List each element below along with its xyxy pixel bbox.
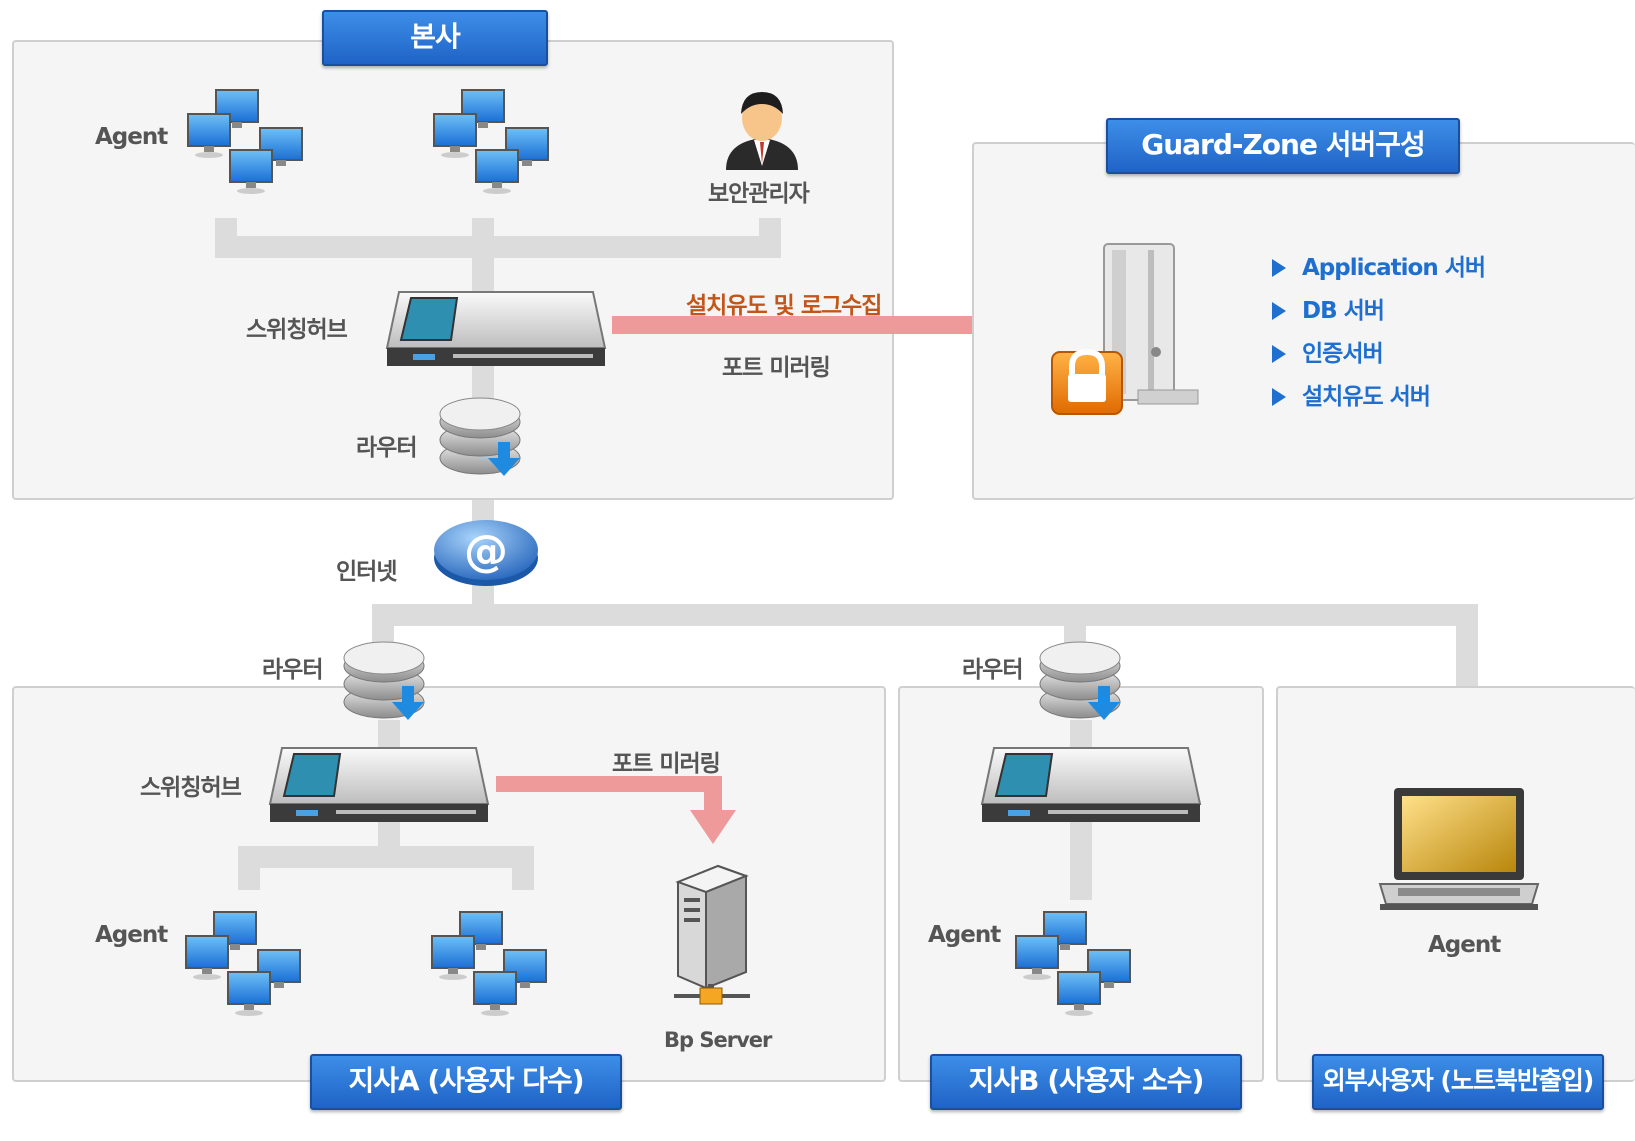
branch-b-pc-cluster-icon [1015,911,1131,1016]
hq-pc-cluster-2-icon [433,89,549,194]
branch-a-bus-left [238,846,260,890]
hq-router-label: 라우터 [356,435,417,461]
server-item-2: 인증서버 [1272,334,1384,368]
svg-text:@: @ [464,526,508,577]
admin-person-icon [726,92,798,170]
branch-a-hub-drop [378,820,400,850]
branch-b-badge: 지사B (사용자 소수) [930,1054,1242,1110]
port-mirroring-branch-label: 포트 미러링 [612,751,721,777]
branch-port-mirroring-arrow-icon [496,776,736,844]
branch-a-badge: 지사A (사용자 다수) [310,1054,622,1110]
branch-b-agent-label: Agent [928,922,1001,948]
branch-a-hub-label: 스위칭허브 [140,775,242,801]
branch-b-link-2 [1070,820,1092,900]
server-item-3: 설치유도 서버 [1272,377,1431,411]
branch-a-switching-hub-icon [268,747,490,822]
external-badge: 외부사용자 (노트북반출입) [1312,1054,1604,1110]
hq-agent-bus [215,236,781,258]
internet-backbone [372,604,1476,626]
external-agent-label: Agent [1428,932,1501,958]
internet-at-icon: @ [434,520,538,586]
hq-bus-drop-mid [472,218,494,298]
hq-hub-router-link [472,360,494,410]
laptop-icon [1378,788,1540,910]
install-log-label: 설치유도 및 로그수집 [686,293,882,319]
branch-b-switching-hub-icon [980,747,1202,822]
server-item-1: DB 서버 [1272,291,1385,325]
branch-a-agent-label: Agent [95,922,168,948]
server-item-0: Application 서버 [1272,248,1486,282]
branch-a-pc-cluster-1-icon [185,911,301,1016]
internet-label: 인터넷 [336,559,397,585]
hq-bus-drop-right [759,218,781,258]
hq-pc-cluster-1-icon [187,89,303,194]
branch-a-router-icon [343,641,425,720]
secure-server-icon [1051,243,1199,415]
hq-router-icon [439,397,521,476]
admin-label: 보안관리자 [708,181,810,207]
guardzone-badge: Guard-Zone 서버구성 [1106,118,1460,174]
branch-b-router-icon [1039,641,1121,720]
hq-badge: 본사 [322,10,548,66]
port-mirroring-top-label: 포트 미러링 [722,355,831,381]
bp-server-icon [674,864,750,1005]
bp-server-label: Bp Server [664,1028,772,1052]
hq-agent-label: Agent [95,124,168,150]
guardzone-zone [972,142,1635,500]
hq-switching-hub-icon [385,291,607,366]
branch-b-router-label: 라우터 [962,657,1023,683]
branch-a-router-label: 라우터 [262,657,323,683]
hq-bus-drop-left [215,218,237,258]
branch-a-agent-bus [238,846,534,868]
branch-a-pc-cluster-2-icon [431,911,547,1016]
branch-a-bus-right [512,846,534,890]
hq-hub-label: 스위칭허브 [246,317,348,343]
